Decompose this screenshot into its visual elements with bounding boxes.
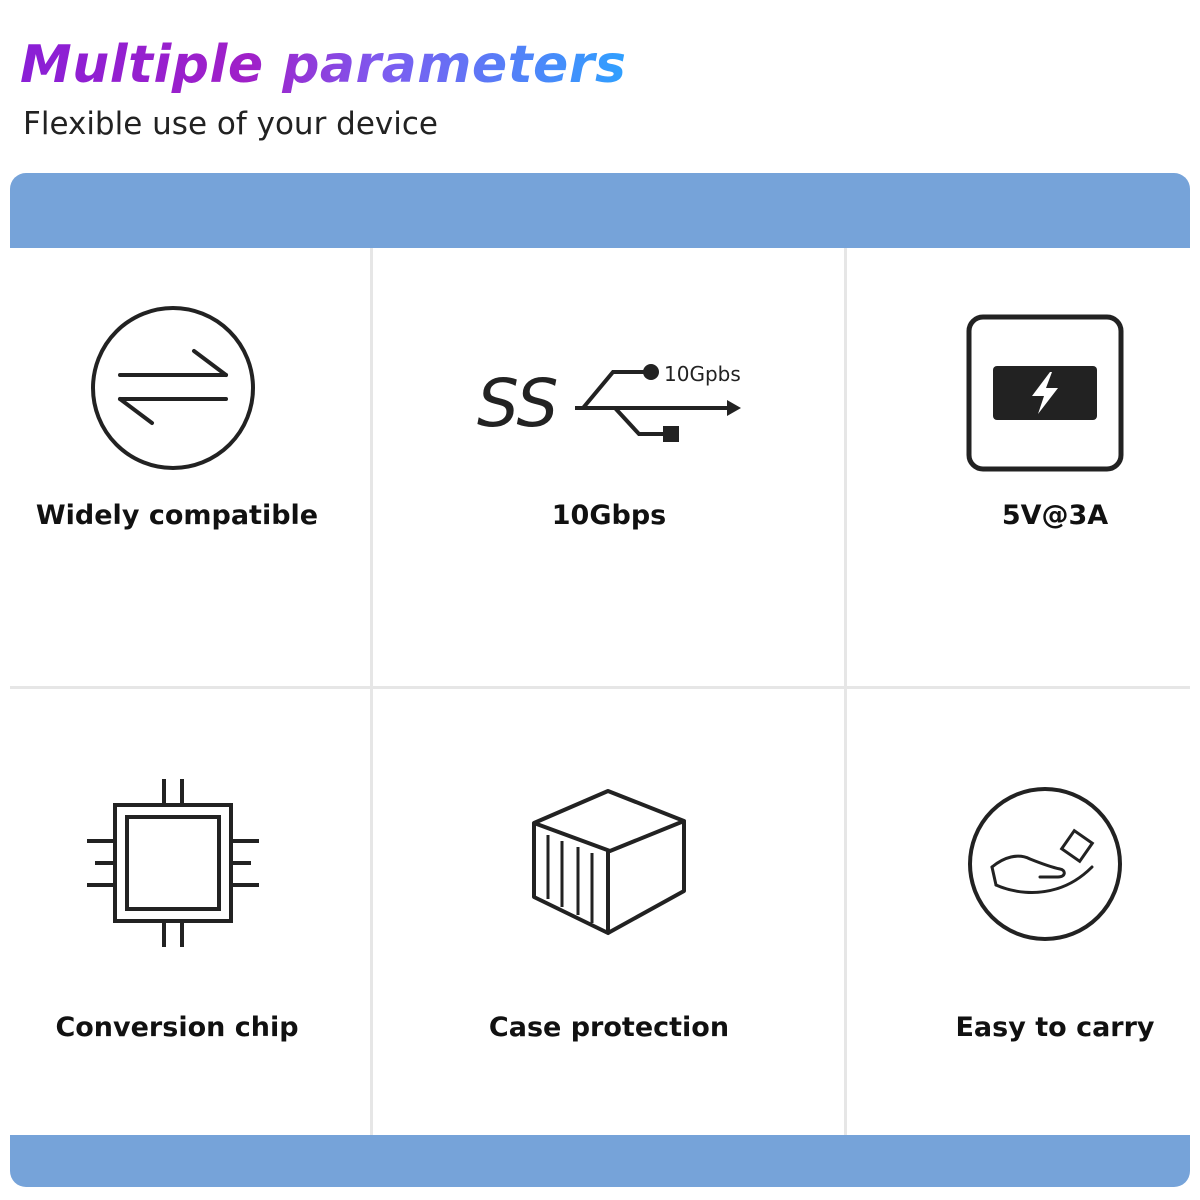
chip-icon	[87, 779, 259, 947]
hand-holding-icon	[968, 787, 1122, 941]
feature-label: Conversion chip	[55, 1012, 299, 1043]
grid-divider-vertical-1	[370, 248, 373, 1135]
page-title: Multiple parameters	[20, 28, 626, 102]
container-box-icon	[532, 789, 686, 935]
grid-divider-horizontal	[10, 686, 1190, 689]
speed-icon-text: 10Gpbs	[664, 362, 741, 386]
battery-charge-icon	[966, 314, 1124, 472]
bottom-color-band	[10, 1135, 1190, 1187]
grid-divider-vertical-2	[844, 248, 847, 1135]
feature-label: Easy to carry	[955, 1012, 1155, 1043]
feature-label: Case protection	[488, 1012, 730, 1043]
top-color-band	[10, 173, 1190, 248]
superspeed-usb-icon: SS 10Gpbs	[477, 362, 741, 442]
feature-label: 5V@3A	[1001, 500, 1109, 531]
svg-text:SS: SS	[477, 365, 558, 442]
swap-arrows-icon	[91, 306, 255, 470]
page-subtitle: Flexible use of your device	[23, 106, 438, 142]
feature-label: 10Gbps	[551, 500, 667, 531]
feature-label: Widely compatible	[35, 500, 319, 531]
